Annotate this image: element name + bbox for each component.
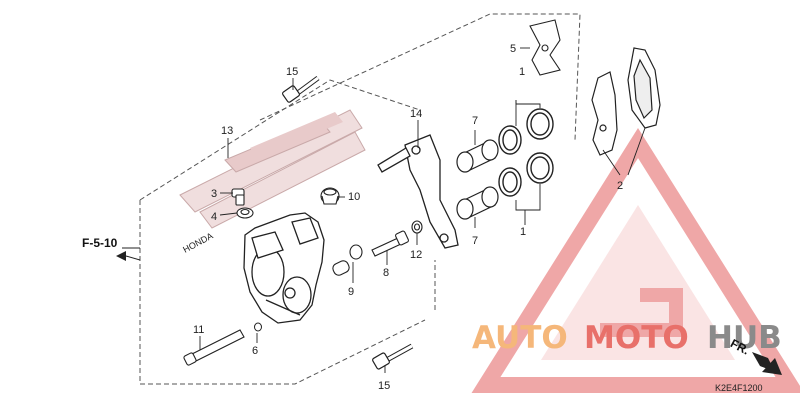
slide-pin-part-8: [371, 230, 409, 257]
page-ref-arrow: [116, 251, 141, 261]
ring-part-6: [254, 322, 262, 332]
frame-outlines: [139, 13, 581, 385]
slide-pin-part-11: [183, 329, 245, 366]
callout-11: 11: [193, 324, 204, 336]
callout-3: 3: [211, 188, 217, 200]
seal-set-part-1-lower: [498, 152, 554, 197]
callout-6: 6: [252, 345, 258, 357]
front-direction-arrow: [752, 352, 782, 375]
seal-set-part-1-upper: [498, 108, 554, 155]
boot-part-10: [320, 187, 340, 205]
callout-7-upper: 7: [472, 115, 478, 127]
callouts: 15 13 3 4 10 14 5 1 1 2 7 7 8 9 12 11 6 …: [82, 43, 763, 393]
callout-15-top: 15: [286, 66, 298, 78]
callout-9: 9: [348, 286, 354, 298]
watermark-logo: [471, 127, 800, 393]
callout-15-bottom: 15: [378, 380, 390, 392]
caliper-brand-text: HONDA: [181, 231, 214, 255]
brake-pad-part-2-right: [627, 47, 661, 129]
piston-part-7-lower: [456, 186, 499, 220]
callout-1-upper: 1: [519, 66, 525, 78]
callout-2: 2: [617, 180, 623, 192]
watermark-text: AUTO MOTO HUB: [472, 320, 782, 356]
brake-pad-part-2-left: [591, 71, 618, 156]
callout-1-lower: 1: [520, 226, 526, 238]
watermark-moto: MOTO: [584, 320, 689, 356]
bolt-part-15-bottom: [372, 343, 414, 370]
leader-lines: [122, 47, 646, 373]
callout-13: 13: [221, 125, 233, 137]
bracket-part-14: [377, 134, 459, 249]
boot-part-9: [332, 244, 363, 276]
page-reference[interactable]: F-5-10: [82, 236, 118, 250]
bleed-cap-part-4: [236, 207, 254, 219]
figure-code: K2E4F1200: [715, 383, 763, 393]
oring-part-12: [411, 220, 423, 234]
bolt-part-15-top: [282, 75, 320, 103]
callout-12: 12: [410, 249, 422, 261]
caliper-body: [243, 212, 325, 324]
callout-4: 4: [211, 211, 217, 223]
callout-14: 14: [410, 108, 422, 120]
callout-8: 8: [383, 267, 389, 279]
callout-5: 5: [510, 43, 516, 55]
callout-7-lower: 7: [472, 235, 478, 247]
bleed-screw-part-3: [231, 188, 245, 206]
callout-10: 10: [348, 191, 360, 203]
watermark-hub: HUB: [707, 320, 782, 356]
watermark-auto: AUTO: [472, 320, 568, 356]
pad-spring-part-5: [529, 19, 561, 76]
piston-part-7-upper: [456, 139, 499, 173]
